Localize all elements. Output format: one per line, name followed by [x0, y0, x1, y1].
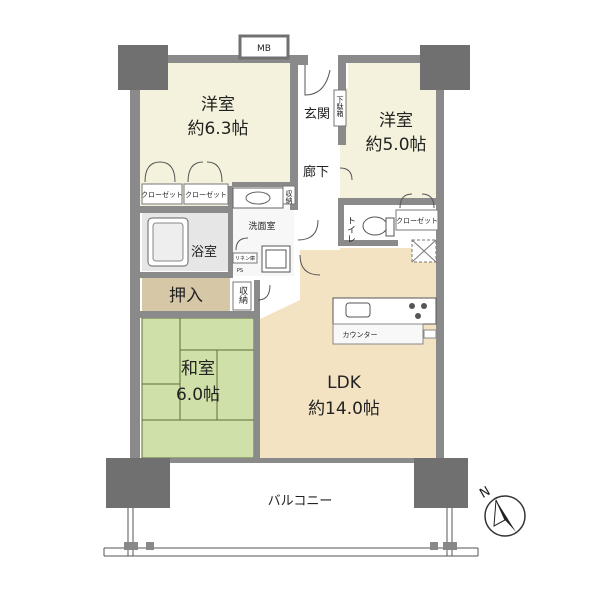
- washroom-label: 洗面室: [248, 220, 275, 232]
- ps-label: PS: [237, 268, 243, 274]
- corridor-label: 廊下: [303, 164, 329, 180]
- linen-label: リネン庫: [235, 255, 255, 262]
- closet-2-label: クローゼット: [396, 216, 438, 225]
- closet-1b-label: クローゼット: [185, 190, 227, 199]
- north-compass-icon: [484, 495, 526, 537]
- western-room-2-size: 約5.0帖: [365, 135, 426, 155]
- storage2-label: 収納: [237, 285, 248, 305]
- western-room-1-size: 約6.3帖: [187, 119, 248, 139]
- ldk-name: LDK: [327, 373, 362, 393]
- storage-label: 収納: [285, 190, 293, 205]
- oshiire-label: 押入: [169, 286, 203, 306]
- western-room-2-name: 洋室: [379, 111, 413, 131]
- oshiire-floor: [142, 278, 230, 311]
- toilet-label: トイレ: [345, 216, 356, 243]
- washitsu-size: 6.0帖: [176, 385, 220, 405]
- entrance-label: 玄関: [304, 107, 330, 122]
- western-room-1-name: 洋室: [201, 95, 235, 115]
- closet-1b: [183, 183, 229, 205]
- balcony-label: バルコニー: [268, 494, 333, 509]
- western-room-2-floor: [338, 88, 438, 198]
- counter-label: カウンター: [343, 330, 378, 339]
- closet-1a: [141, 183, 183, 205]
- bath-label: 浴室: [191, 244, 217, 260]
- closet-1a-label: クローゼット: [141, 190, 183, 199]
- washitsu-name: 和室: [181, 359, 215, 379]
- closet-2: [395, 209, 439, 231]
- ldk-size: 約14.0帖: [308, 399, 380, 419]
- ldk-floor: [258, 248, 438, 460]
- shoe-storage-label: 下駄箱: [336, 96, 344, 118]
- washitsu-floor: [142, 318, 254, 458]
- mb-label: MB: [257, 44, 271, 54]
- north-label: N: [477, 484, 493, 502]
